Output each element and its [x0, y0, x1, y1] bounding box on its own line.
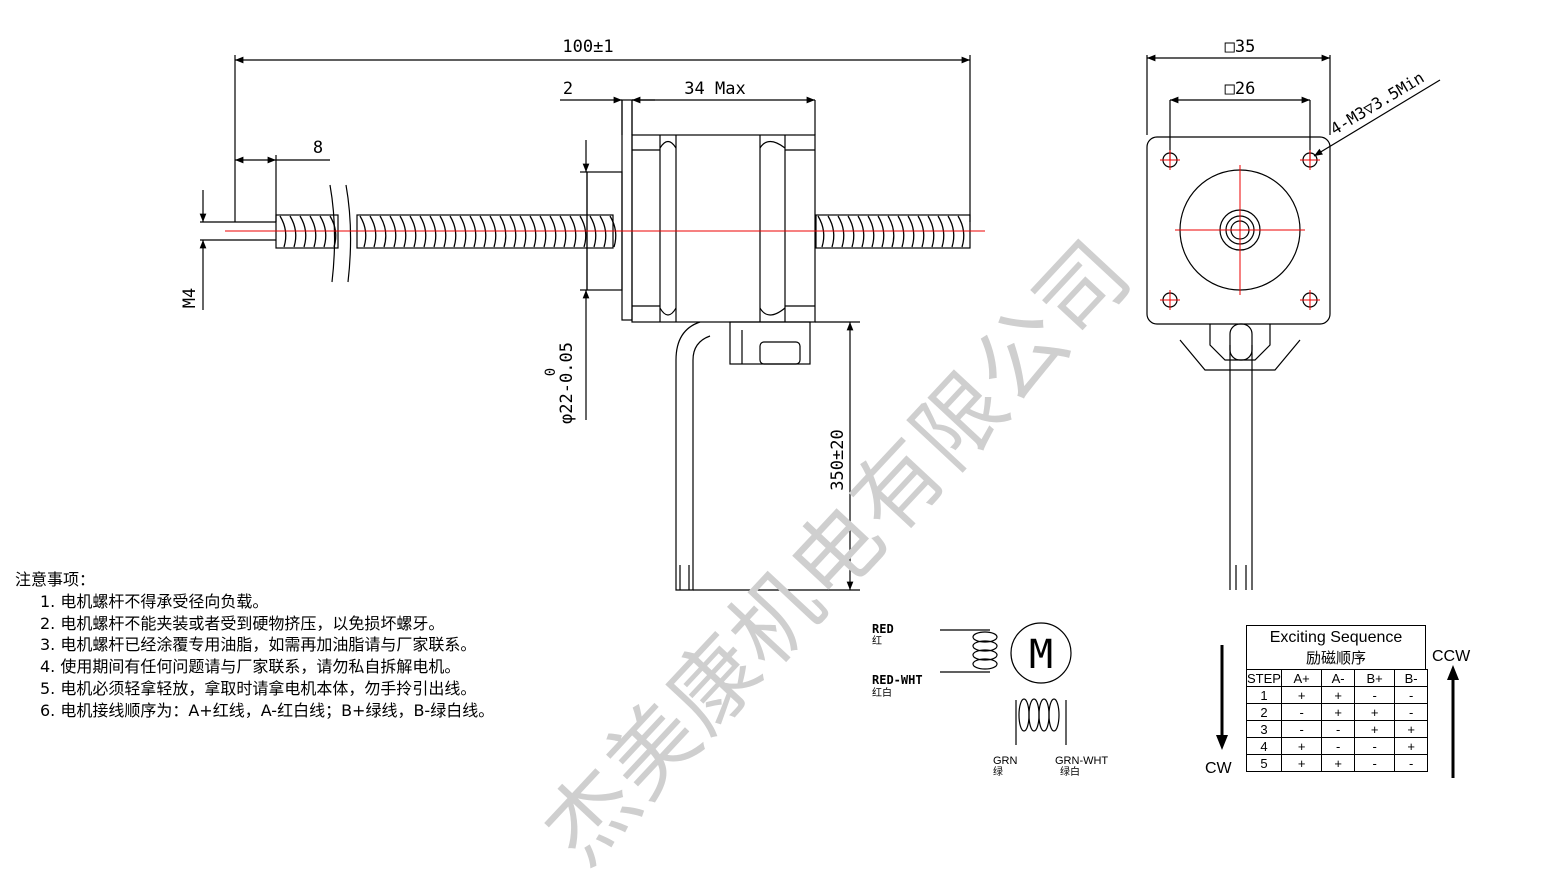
notes-heading: 注意事项： [15, 570, 96, 589]
sequence-title-cn: 励磁顺序 [1305, 650, 1366, 667]
overall-length-label: 100±1 [562, 37, 613, 57]
table-cell: - [1280, 720, 1323, 738]
table-cell: + [1321, 686, 1355, 704]
table-cell: + [1321, 703, 1355, 721]
table-cell: - [1353, 686, 1396, 704]
pilot-tolerance-label: 0 [543, 368, 559, 376]
pilot-diameter-label: φ22-0.05 [557, 342, 577, 424]
body-square-label: □35 [1225, 37, 1256, 57]
thread-offset-label: 8 [313, 138, 323, 158]
wiring-diagram [940, 622, 1072, 745]
note-item: 4. 使用期间有任何问题请与厂家联系，请勿私自拆解电机。 [40, 657, 461, 677]
wire-grn-cn: 绿 [993, 765, 1003, 778]
table-cell: - [1394, 754, 1428, 772]
cw-label: CW [1205, 760, 1233, 777]
direction-arrows [1216, 645, 1459, 778]
table-cell: - [1394, 703, 1428, 721]
table-cell: + [1353, 703, 1396, 721]
table-cell: + [1280, 754, 1323, 772]
note-item: 3. 电机螺杆已经涂覆专用油脂，如需再加油脂请与厂家联系。 [40, 635, 477, 655]
motor-symbol: M [1029, 632, 1053, 678]
note-item: 2. 电机螺杆不能夹装或者受到硬物挤压，以免损坏螺牙。 [40, 613, 445, 633]
col-header: B- [1394, 669, 1428, 687]
table-cell: 3 [1246, 720, 1282, 738]
sequence-header-row: STEP A+ A- B+ B- [1246, 669, 1428, 687]
table-cell: 2 [1246, 703, 1282, 721]
table-cell: + [1394, 720, 1428, 738]
table-cell: - [1394, 686, 1428, 704]
sequence-title-en: Exciting Sequence [1269, 629, 1403, 646]
table-row: 1 + + - - [1246, 686, 1428, 704]
notes-section: 注意事项： 1. 电机螺杆不得承受径向负载。 2. 电机螺杆不能夹装或者受到硬物… [15, 569, 494, 722]
table-cell: + [1321, 754, 1355, 772]
table-cell: - [1280, 703, 1323, 721]
table-cell: 1 [1246, 686, 1282, 704]
table-cell: - [1353, 737, 1396, 755]
body-length-label: 34 Max [684, 79, 745, 99]
coil-a [940, 629, 998, 673]
table-cell: - [1321, 737, 1355, 755]
col-header: STEP [1246, 669, 1282, 687]
table-cell: - [1353, 754, 1396, 772]
sequence-title-box: Exciting Sequence 励磁顺序 [1246, 625, 1426, 669]
wire-red-wht-label: RED-WHT [872, 673, 923, 687]
thread-size-label: M4 [180, 288, 200, 308]
wire-red-label: RED [872, 622, 894, 636]
front-view [1146, 54, 1441, 590]
front-center-lines [1160, 150, 1320, 310]
note-item: 5. 电机必须轻拿轻放，拿取时请拿电机本体，勿手拎引出线。 [40, 678, 477, 698]
sequence-table: STEP A+ A- B+ B- 1 + + - - 2 - + + - 3 -… [1246, 669, 1428, 772]
note-item: 6. 电机接线顺序为：A+红线，A-红白线；B+绿线，B-绿白线。 [40, 700, 495, 720]
table-cell: 5 [1246, 754, 1282, 772]
coil-b [1015, 698, 1067, 745]
cable-length-label: 350±20 [828, 429, 848, 490]
wire-red-cn: 红 [872, 634, 882, 647]
flange-thickness-label: 2 [563, 79, 573, 99]
table-row: 3 - - + + [1246, 720, 1428, 738]
technical-drawing: 100±1 34 Max 2 8 M4 φ22-0.05 0 350±20 [180, 37, 1471, 778]
note-item: 1. 电机螺杆不得承受径向负载。 [40, 591, 269, 611]
table-cell: + [1280, 737, 1323, 755]
wire-grn-wht-label: GRN-WHT [1055, 755, 1108, 767]
table-row: 4 + - - + [1246, 737, 1428, 755]
col-header: A+ [1280, 669, 1323, 687]
table-row: 2 - + + - [1246, 703, 1428, 721]
table-cell: + [1280, 686, 1323, 704]
ccw-label: CCW [1432, 648, 1471, 665]
table-cell: + [1394, 737, 1428, 755]
col-header: B+ [1353, 669, 1396, 687]
table-cell: + [1353, 720, 1396, 738]
table-row: 5 + + - - [1246, 754, 1428, 772]
wire-red-wht-cn: 红白 [872, 686, 892, 699]
table-cell: 4 [1246, 737, 1282, 755]
mount-holes-label: 4-M3▽3.5Min [1327, 68, 1428, 139]
hole-spacing-label: □26 [1225, 79, 1256, 99]
col-header: A- [1321, 669, 1355, 687]
table-cell: - [1321, 720, 1355, 738]
wire-grn-label: GRN [993, 755, 1018, 767]
wire-grn-wht-cn: 绿白 [1060, 765, 1080, 778]
